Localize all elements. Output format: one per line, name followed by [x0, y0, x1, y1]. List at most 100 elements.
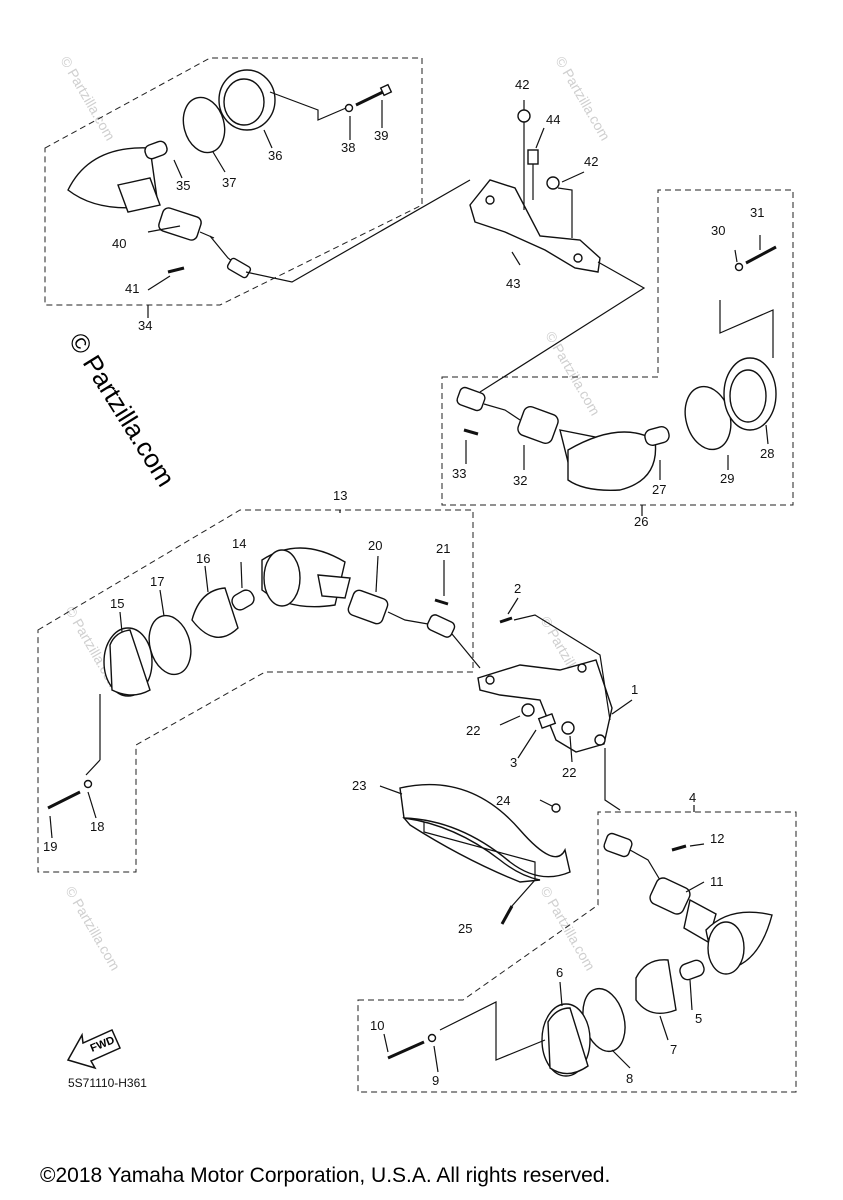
forward-direction-arrow: FWD	[66, 1029, 121, 1070]
callout-24: 24	[496, 793, 510, 808]
connector-part	[603, 832, 633, 858]
callout-7: 7	[670, 1042, 677, 1057]
callout-8: 8	[626, 1071, 633, 1086]
callout-10: 10	[370, 1018, 384, 1033]
callout-22-right: 22	[562, 765, 576, 780]
clamp-part-32	[517, 406, 559, 444]
callout-21: 21	[436, 541, 450, 556]
nut-part-22b	[561, 721, 575, 735]
bulb-part-35	[144, 140, 168, 160]
callout-22-left: 22	[466, 723, 480, 738]
callout-26: 26	[634, 514, 648, 529]
turn-signal-assembly-26	[456, 235, 777, 516]
screw-part-21	[434, 598, 449, 606]
turn-signal-assembly-13	[47, 510, 481, 839]
group-outline-26	[441, 189, 794, 506]
turn-signal-assembly-4	[383, 805, 773, 1077]
callout-28: 28	[760, 446, 774, 461]
grommet-part-24	[551, 803, 561, 813]
connector-part	[426, 614, 456, 638]
bracket-part-43	[469, 100, 646, 393]
callout-41: 41	[125, 281, 139, 296]
bolt-part-44	[527, 149, 539, 165]
callout-36: 36	[268, 148, 282, 163]
clamp-part-40	[158, 207, 202, 241]
callout-11: 11	[710, 874, 724, 889]
side-watermark: © Partzilla.com	[63, 327, 181, 491]
ring-part-37	[182, 96, 226, 154]
callout-43: 43	[506, 276, 520, 291]
bulb-part-5	[679, 959, 705, 981]
callout-27: 27	[652, 482, 666, 497]
bulb-part-14	[231, 589, 255, 611]
callout-37: 37	[222, 175, 236, 190]
screw-part-25	[500, 905, 514, 925]
nut-part-42	[517, 109, 531, 123]
connector-part	[226, 257, 252, 279]
callout-25: 25	[458, 921, 472, 936]
callout-38: 38	[341, 140, 355, 155]
main-bracket-part-1	[477, 597, 633, 811]
screw-part-19	[47, 790, 81, 810]
lens-face	[707, 921, 745, 975]
callout-42-top: 42	[515, 77, 529, 92]
callout-29: 29	[720, 471, 734, 486]
stem-part	[117, 177, 161, 213]
clamp-part-20	[347, 589, 389, 625]
callout-20: 20	[368, 538, 382, 553]
nut-part-42b	[546, 176, 560, 190]
cover-part-7	[635, 959, 677, 1014]
screw-part-33	[463, 428, 479, 436]
washer-part-30	[734, 262, 744, 272]
washer-part-38	[344, 103, 354, 113]
callout-18: 18	[90, 819, 104, 834]
callout-labels: 1 2 3 4 5 6 7 8 9 10 11 12 13 14 15 16 1…	[43, 77, 774, 1088]
faint-watermark: © Partzilla.com	[552, 54, 613, 144]
callout-40: 40	[112, 236, 126, 251]
copyright-notice: ©2018 Yamaha Motor Corporation, U.S.A. A…	[40, 1164, 610, 1187]
bulb-part-27	[644, 426, 670, 446]
faint-watermark: © Partzilla.com	[542, 329, 603, 419]
group-outline-4	[357, 811, 797, 1093]
screw-part-31	[745, 245, 777, 265]
callout-31: 31	[750, 205, 764, 220]
callout-6: 6	[556, 965, 563, 980]
screw-part-2	[499, 616, 513, 624]
callout-12: 12	[710, 831, 724, 846]
nut-part-22	[521, 703, 535, 717]
callout-16: 16	[196, 551, 210, 566]
diagram-code: 5S71110-H361	[68, 1076, 147, 1090]
callout-39: 39	[374, 128, 388, 143]
callout-19: 19	[43, 839, 57, 854]
callout-30: 30	[711, 223, 725, 238]
clamp-part-11	[649, 877, 691, 915]
callout-17: 17	[150, 574, 164, 589]
callout-14: 14	[232, 536, 246, 551]
callout-42-right: 42	[584, 154, 598, 169]
washer-part-18	[83, 779, 93, 789]
callout-4: 4	[689, 790, 696, 805]
callout-23: 23	[352, 778, 366, 793]
faint-watermark: © Partzilla.com	[57, 54, 118, 144]
connector-part	[456, 386, 486, 412]
callout-1: 1	[631, 682, 638, 697]
callout-33: 33	[452, 466, 466, 481]
faint-watermark: © Partzilla.com	[62, 884, 123, 974]
callout-44: 44	[546, 112, 560, 127]
cover-part-23	[379, 783, 571, 925]
callout-9: 9	[432, 1073, 439, 1088]
callout-3: 3	[510, 755, 517, 770]
lens-cone-part	[567, 431, 657, 491]
spacer-part-3	[537, 713, 557, 729]
screw-part-10	[387, 1040, 425, 1060]
callout-34: 34	[138, 318, 152, 333]
callout-2: 2	[514, 581, 521, 596]
lens-face	[263, 549, 301, 607]
faint-watermark: © Partzilla.com	[537, 884, 598, 974]
screw-part-12	[671, 844, 687, 852]
washer-part-9	[427, 1033, 437, 1043]
screw-part-39	[355, 89, 386, 107]
turn-signal-assembly-34	[67, 69, 471, 318]
